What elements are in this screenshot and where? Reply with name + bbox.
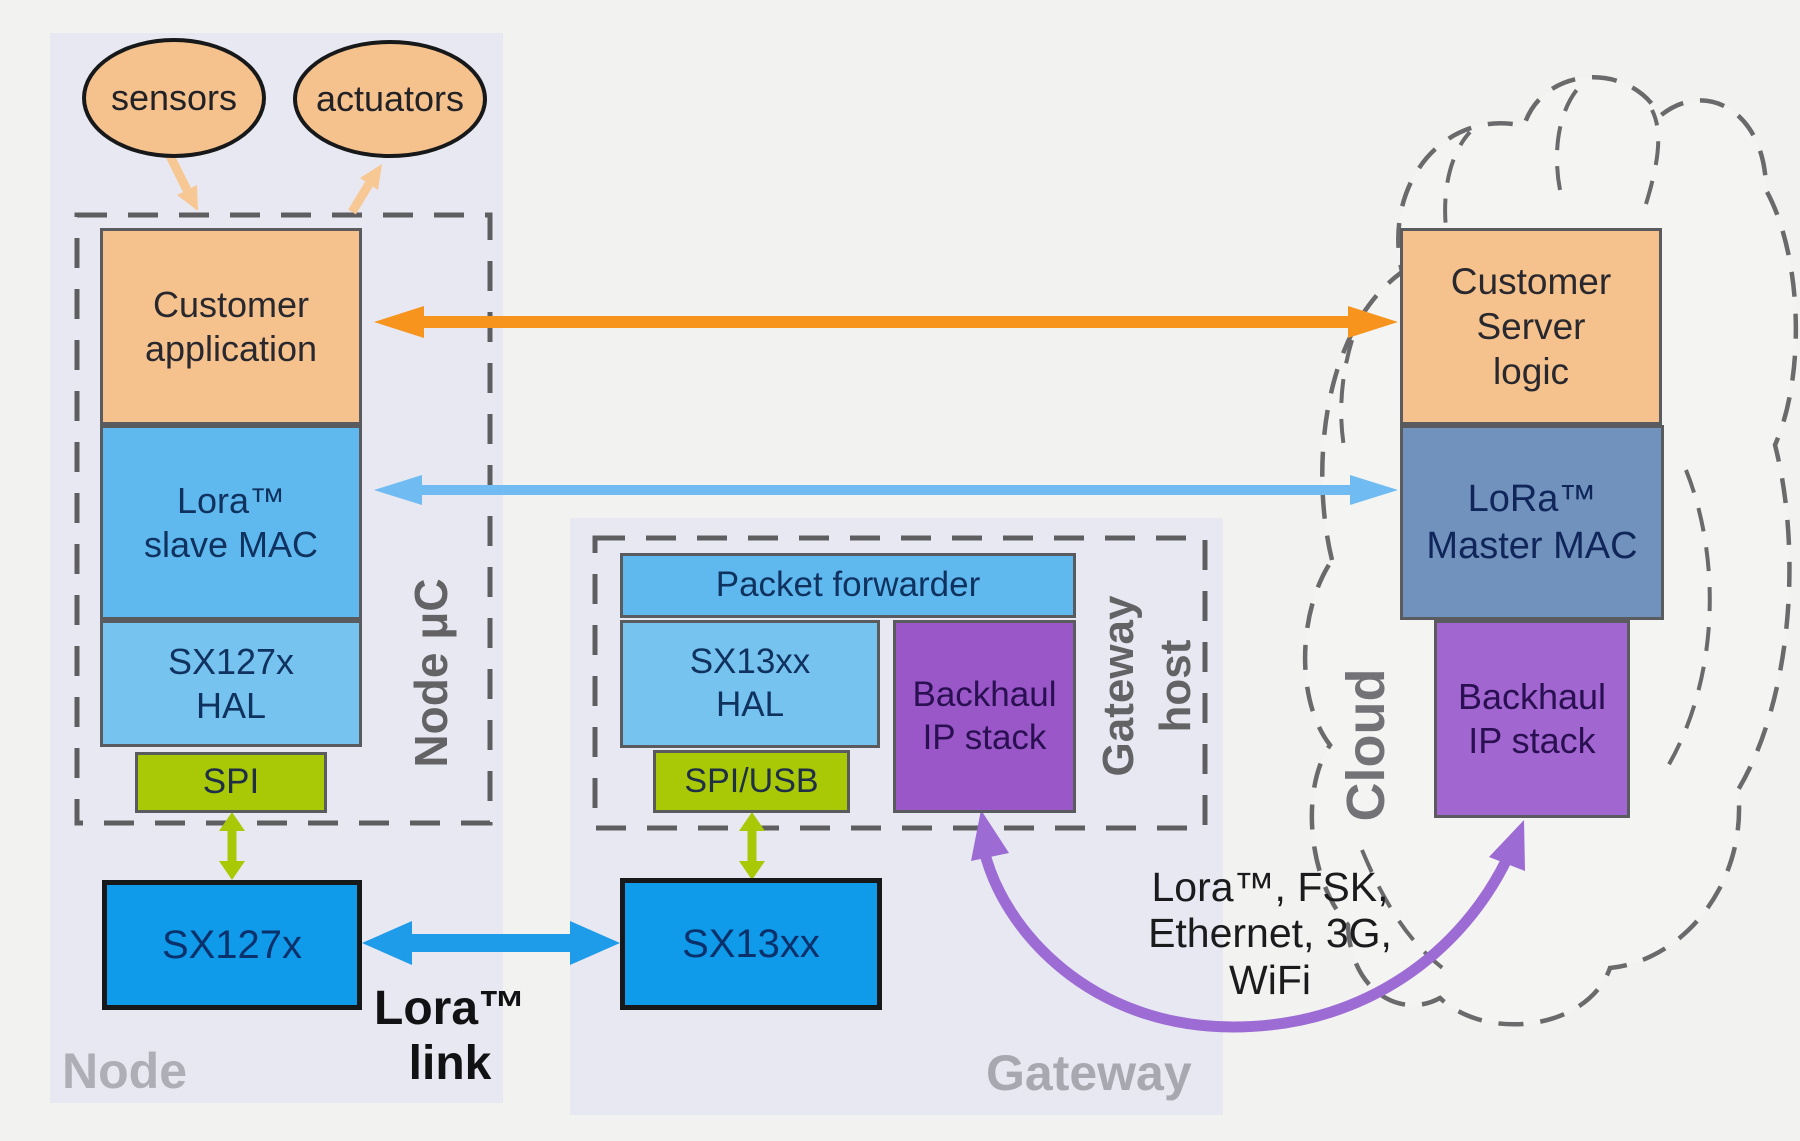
node-spi-box: SPI [135,752,327,813]
sx13xx-chip-box: SX13xx [620,878,882,1010]
gateway-host-dashed-border [592,535,1208,831]
backhaul-link-arrow [971,810,1525,1033]
sensors-ellipse: sensors [82,38,266,158]
lora-link-arrow [362,921,620,965]
customer-server-logic-box: Customer Server logic [1400,228,1662,425]
lora-slave-mac-box: Lora™ slave MAC [100,425,362,620]
packet-forwarder-box: Packet forwarder [620,553,1076,618]
spi-usb-box: SPI/USB [653,750,850,813]
app-to-actuators-arrow [348,164,382,215]
actuators-ellipse: actuators [293,40,487,158]
backhaul-media-label: Lora™, FSK, Ethernet, 3G, WiFi [1148,864,1392,1003]
sx13xx-hal-box: SX13xx HAL [620,620,880,748]
application-link-arrow [374,306,1398,338]
node-section-label: Node [62,1043,187,1099]
sx127x-hal-box: SX127x HAL [100,620,362,747]
gateway-section-label: Gateway [986,1045,1192,1101]
gateway-host-label: Gateway host [1093,595,1200,777]
gateway-backhaul-box: Backhaul IP stack [893,620,1076,813]
mac-link-arrow [374,475,1398,505]
node-mcu-dashed-border [74,212,493,826]
gateway-spi-arrow [739,812,765,880]
sx127x-chip-box: SX127x [102,880,362,1010]
cloud-label: Cloud [1336,668,1396,822]
lora-master-mac-box: LoRa™ Master MAC [1400,425,1664,620]
cloud-backhaul-box: Backhaul IP stack [1434,620,1630,818]
node-spi-arrow [219,812,245,880]
node-mcu-label: Node μC [405,578,457,768]
customer-application-box: Customer application [100,228,362,425]
lora-link-label: Lora™ link [373,981,527,1090]
